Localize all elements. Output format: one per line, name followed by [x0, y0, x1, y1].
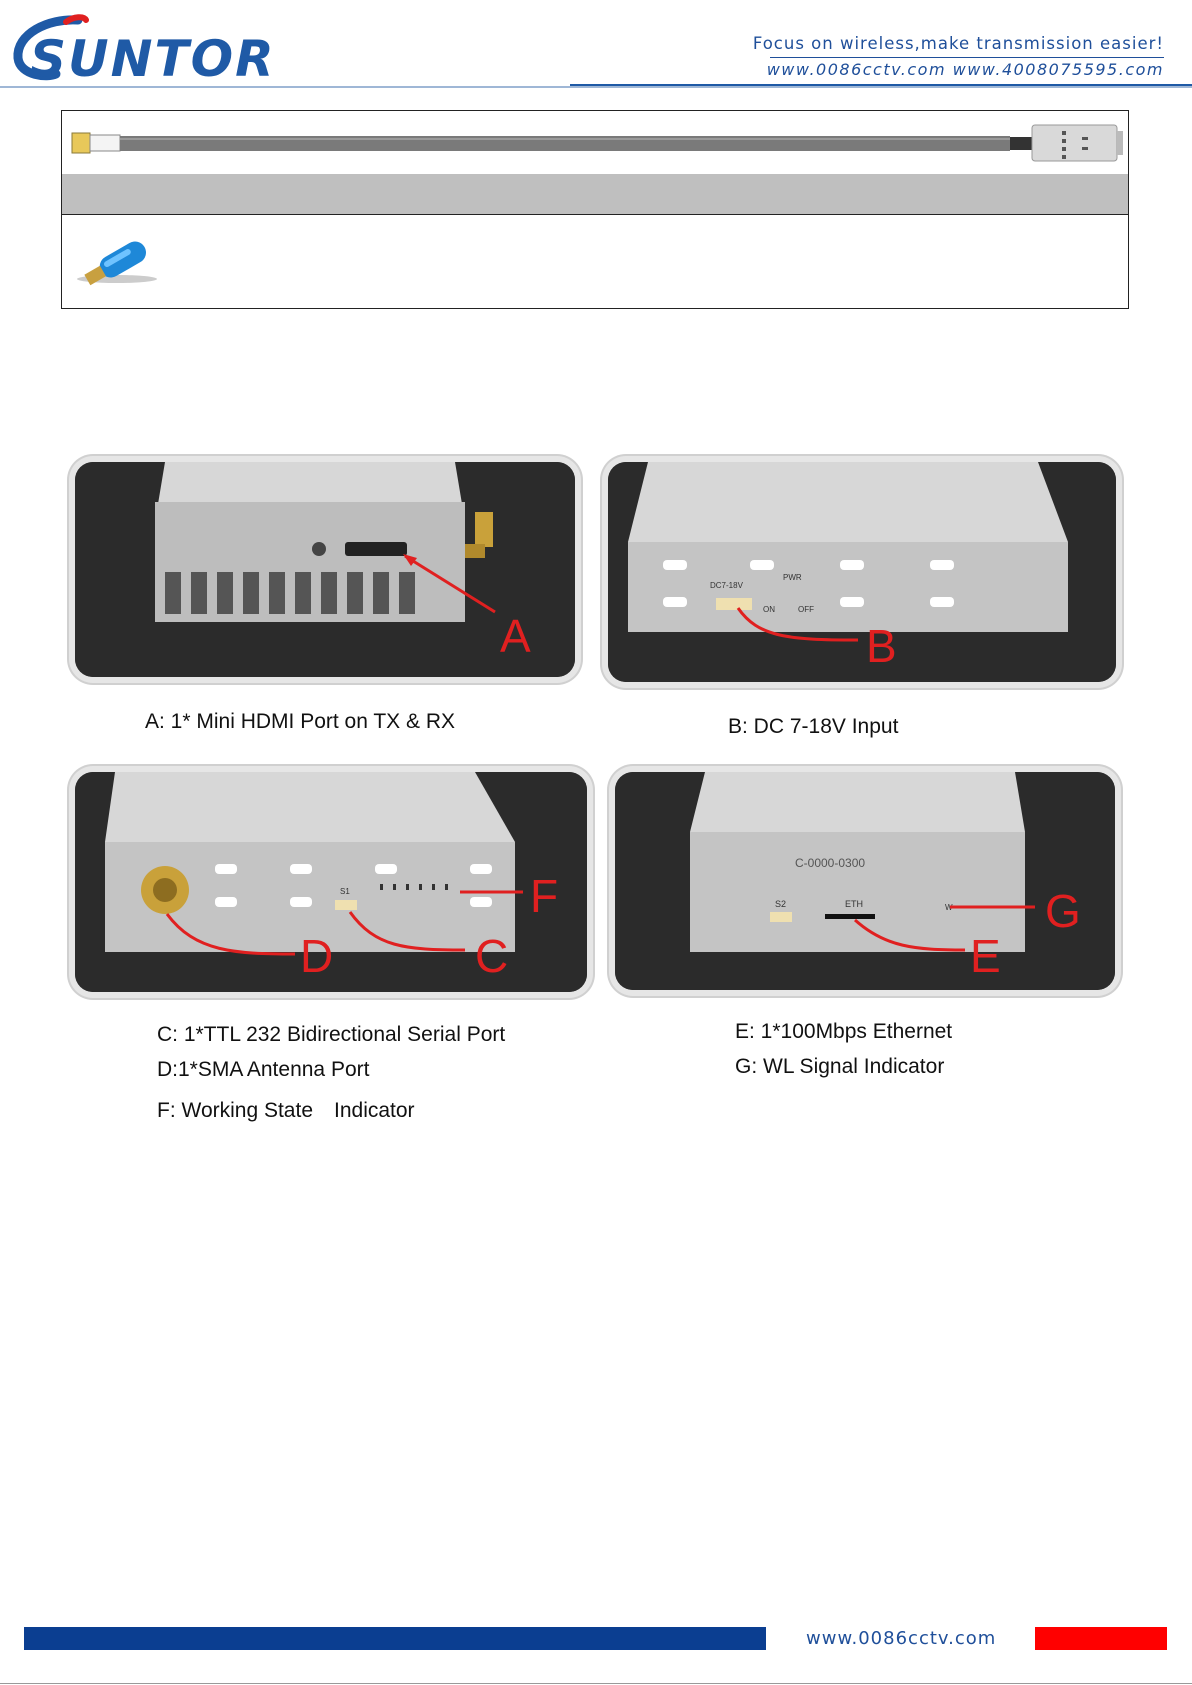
label-w: W — [945, 903, 953, 912]
header-urls: www.0086cctv.com www.4008075595.com — [766, 60, 1164, 79]
photo-serial-antenna: S1 D C F — [75, 772, 587, 992]
accessory-row-usb-drive — [62, 215, 1128, 308]
marker-f: F — [530, 870, 558, 922]
footer-url: www.0086cctv.com — [806, 1628, 997, 1649]
caption-e: E: 1*100Mbps Ethernet — [735, 1020, 953, 1043]
accessory-row-header — [62, 174, 1128, 215]
logo-wordmark: SUNTOR — [30, 30, 276, 88]
brand-logo: SUNTOR — [8, 14, 274, 88]
label-on: ON — [763, 605, 775, 614]
header-tagline: Focus on wireless,make transmission easi… — [752, 34, 1164, 53]
logo-swoosh-icon — [13, 14, 89, 81]
footer-blue-bar — [24, 1627, 766, 1650]
accessory-table — [61, 110, 1129, 309]
device-photo-a: A — [75, 462, 575, 677]
caption-d: D:1*SMA Antenna Port — [157, 1058, 370, 1081]
marker-c: C — [475, 930, 508, 982]
photo-ethernet-signal: C-0000-0300 S2 ETH W E G — [615, 772, 1115, 990]
photo-dc-input: DC7-18V PWR ON OFF B — [608, 462, 1116, 682]
caption-b: B: DC 7-18V Input — [728, 715, 899, 738]
tagline-divider — [770, 57, 1164, 58]
caption-c: C: 1*TTL 232 Bidirectional Serial Port — [157, 1023, 506, 1046]
marker-d: D — [300, 930, 333, 982]
label-s2: S2 — [775, 899, 786, 909]
device-photo-e: C-0000-0300 S2 ETH W E G — [615, 772, 1115, 990]
label-eth: ETH — [845, 899, 863, 909]
label-pwr: PWR — [783, 573, 802, 582]
header-accent-divider — [570, 84, 1192, 86]
marker-a: A — [500, 610, 531, 662]
header-divider — [0, 86, 1192, 88]
caption-a: A: 1* Mini HDMI Port on TX & RX — [145, 710, 456, 733]
label-s1: S1 — [340, 887, 350, 896]
caption-f: F: Working State Indicator — [157, 1099, 415, 1122]
label-dc7-18v: DC7-18V — [710, 581, 744, 590]
marker-e: E — [970, 930, 1001, 982]
footer-divider — [0, 1683, 1192, 1684]
usb-drive-image — [77, 241, 157, 286]
caption-g: G: WL Signal Indicator — [735, 1055, 945, 1078]
marker-g: G — [1045, 885, 1081, 937]
marker-b: B — [866, 620, 897, 672]
label-off: OFF — [798, 605, 814, 614]
accessory-row-cable — [62, 111, 1128, 175]
usb-ttl-cable-image — [71, 124, 1123, 162]
label-serial-number: C-0000-0300 — [795, 856, 865, 870]
device-photo-c: S1 D C F — [75, 772, 587, 992]
device-photo-b: DC7-18V PWR ON OFF B — [608, 462, 1116, 682]
photo-hdmi-port: A — [75, 462, 575, 677]
footer-red-bar — [1035, 1627, 1167, 1650]
